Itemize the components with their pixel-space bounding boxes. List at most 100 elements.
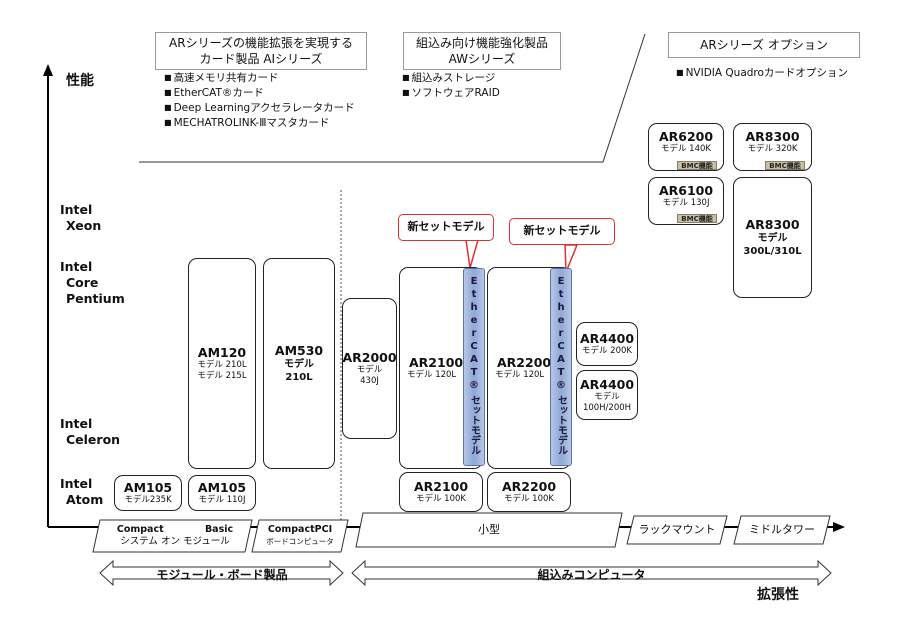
ethercat-set-bar-right: E t h e r C A T ® セットモデル xyxy=(550,268,572,466)
band-rack-shape xyxy=(626,515,728,545)
ethercat-char: T xyxy=(470,367,478,378)
product-ar4400-200k[interactable]: AR4400 モデル 200K xyxy=(576,322,638,366)
callout-left-tail xyxy=(465,239,479,269)
band-midi-shape xyxy=(733,515,831,545)
ethercat-char: e xyxy=(470,315,478,326)
band-cpci-label: CompactPCI ボードコンピュータ xyxy=(255,524,345,548)
product-ar8300-300l[interactable]: AR8300 モデル 300L/310L xyxy=(733,177,812,298)
y-axis-arrowhead xyxy=(43,64,53,76)
header-opt-line1: ARシリーズ オプション xyxy=(700,38,828,52)
list-item: MECHATROLINK-Ⅲマスタカード xyxy=(164,116,355,131)
ethercat-char: C xyxy=(470,341,478,352)
list-item: 組込みストレージ xyxy=(402,71,500,86)
product-ar4400-100h[interactable]: AR4400 モデル 100H/200H xyxy=(576,370,638,420)
product-name: AR8300 xyxy=(745,217,800,232)
module-range-arrow xyxy=(99,559,344,587)
product-model: モデル 120L xyxy=(495,370,545,380)
list-item: NVIDIA Quadroカードオプション xyxy=(676,66,848,81)
product-ar2100-100k[interactable]: AR2100 モデル 100K xyxy=(399,472,483,512)
header-ai-series: ARシリーズの機能拡張を実現する カード製品 AIシリーズ xyxy=(155,32,367,70)
list-item: ソフトウェアRAID xyxy=(402,86,500,101)
product-name: AR2200 xyxy=(497,355,552,370)
product-model: モデル 110J xyxy=(198,495,246,505)
product-name: AM530 xyxy=(274,343,324,358)
product-model: モデル 120L xyxy=(407,370,457,380)
product-model: 210L xyxy=(285,372,313,383)
cpu-line: Pentium xyxy=(66,291,125,306)
cpu-xeon-label: Intel Xeon xyxy=(60,202,101,234)
product-name: AM105 xyxy=(123,480,173,495)
ethercat-char: e xyxy=(557,315,565,326)
ethercat-char: C xyxy=(557,341,565,352)
ethercat-char: T xyxy=(557,367,565,378)
list-item: EtherCAT®カード xyxy=(164,86,355,101)
header-aw-series: 組込み向け機能強化製品 AWシリーズ xyxy=(403,32,561,70)
ethercat-suffix: セットモデル xyxy=(468,395,480,455)
header-ai-line1: ARシリーズの機能拡張を実現する xyxy=(169,36,353,50)
x-axis-arrowhead xyxy=(833,522,845,532)
product-model: モデル 100K xyxy=(415,494,466,504)
band-compact-label: Compact Basic システム オン モジュール xyxy=(100,524,250,548)
bmc-badge-ar8300: BMC機能 xyxy=(765,161,805,170)
product-name: AR6100 xyxy=(658,183,714,198)
product-model: モデル235K xyxy=(124,495,172,505)
product-model: モデル 210L xyxy=(197,360,247,370)
product-model: モデル 140K xyxy=(660,144,711,154)
ethercat-char: E xyxy=(557,276,565,287)
cpu-line: Xeon xyxy=(66,218,102,233)
cpu-line: Celeron xyxy=(66,432,121,447)
product-am530[interactable]: AM530 モデル 210L xyxy=(263,258,335,469)
band-rack-label: ラックマウント xyxy=(638,523,716,536)
cpu-line: Intel xyxy=(60,416,93,431)
ethercat-set-bar-left: E t h e r C A T ® セットモデル xyxy=(463,268,485,466)
option-feature-list: NVIDIA Quadroカードオプション xyxy=(676,66,848,81)
cpu-line: Intel xyxy=(60,259,93,274)
ethercat-char: r xyxy=(558,328,564,339)
product-name: AR4400 xyxy=(579,376,635,392)
cpu-line: Intel xyxy=(60,476,93,491)
product-am120[interactable]: AM120 モデル 210L モデル 215L xyxy=(188,258,256,469)
product-model: 100H/200H xyxy=(582,402,632,413)
product-name: AR8300 xyxy=(745,129,800,144)
product-model: モデル 100K xyxy=(503,494,554,504)
embedded-computer-label: 組込みコンピュータ xyxy=(537,568,646,582)
ethercat-char: A xyxy=(557,354,565,365)
band-cpci-title: CompactPCI xyxy=(267,524,333,535)
product-name: AR2100 xyxy=(409,355,464,370)
callout-right-tail xyxy=(564,244,579,273)
ethercat-char: h xyxy=(470,302,478,313)
band-compact-shape xyxy=(92,519,253,553)
product-am105-110j[interactable]: AM105 モデル 110J xyxy=(188,475,256,511)
cpu-core-label: Intel Core Pentium xyxy=(60,259,125,307)
ethercat-char: A xyxy=(470,354,478,365)
product-model: モデル xyxy=(757,233,788,244)
callout-new-set-right: 新セットモデル xyxy=(509,218,615,245)
embedded-range-arrow xyxy=(351,559,832,587)
header-ai-line2: カード製品 AIシリーズ xyxy=(199,52,323,66)
band-cpci-shape xyxy=(251,519,349,553)
product-name: AM120 xyxy=(197,345,247,360)
product-model: モデル xyxy=(356,365,383,375)
aw-feature-list: 組込みストレージ ソフトウェアRAID xyxy=(402,71,500,101)
product-ar2000[interactable]: AR2000 モデル 430J xyxy=(342,298,397,439)
y-axis-label: 性能 xyxy=(66,73,94,89)
product-model: 300L/310L xyxy=(743,246,802,257)
product-model: モデル 320K xyxy=(747,144,798,154)
cpu-line: Atom xyxy=(66,492,104,507)
product-model: モデル xyxy=(594,391,620,402)
ethercat-suffix: セットモデル xyxy=(555,395,567,455)
callout-new-set-left: 新セットモデル xyxy=(398,214,494,241)
product-name: AM105 xyxy=(197,480,247,495)
band-compact-word: Compact xyxy=(116,524,164,535)
band-small-shape xyxy=(355,512,623,548)
product-name: AR2200 xyxy=(501,479,557,494)
header-aw-line1: 組込み向け機能強化製品 xyxy=(415,36,548,50)
product-am105-235k[interactable]: AM105 モデル235K xyxy=(114,475,182,511)
product-name: AR2100 xyxy=(413,479,469,494)
product-model: 430J xyxy=(360,376,379,386)
product-ar2200-100k[interactable]: AR2200 モデル 100K xyxy=(487,472,571,512)
ethercat-char: ® xyxy=(556,380,566,391)
list-item: Deep Learningアクセラレータカード xyxy=(164,101,355,116)
ethercat-char: t xyxy=(471,289,477,300)
list-item: 高速メモリ共有カード xyxy=(164,71,355,86)
